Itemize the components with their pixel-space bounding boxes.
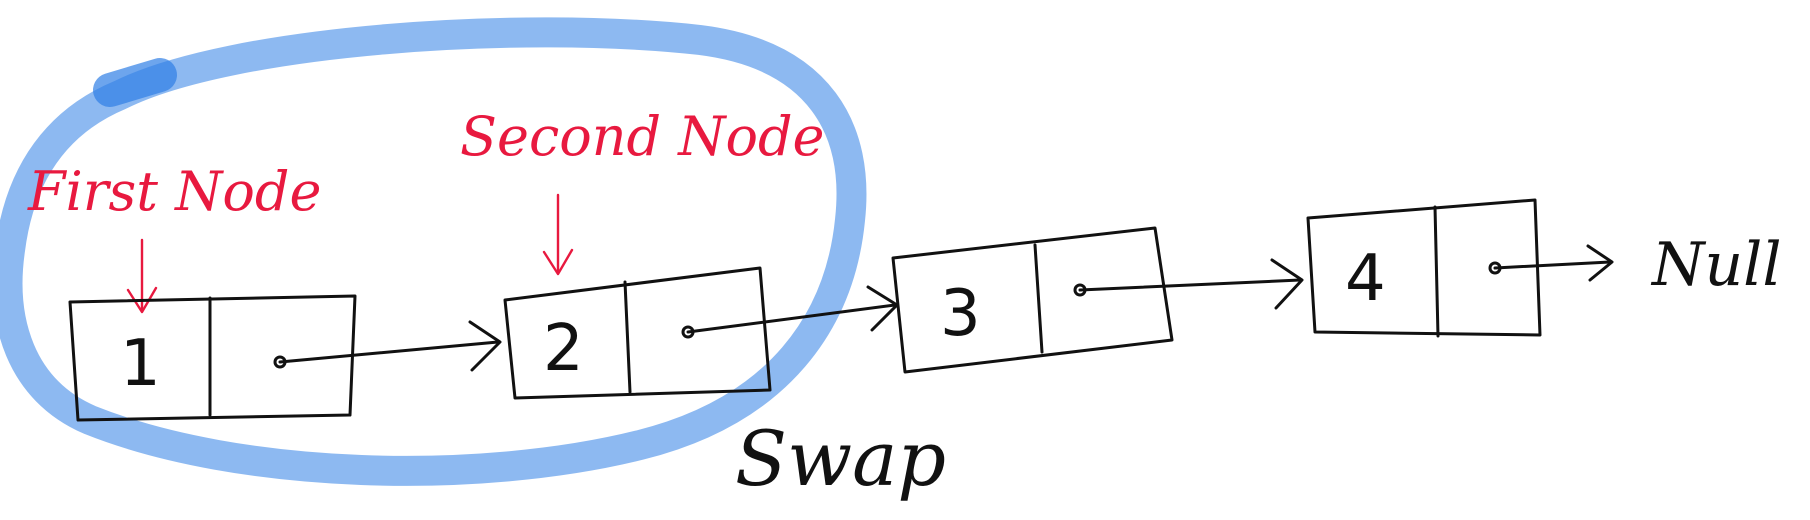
pointer-arrow-2-to-3 [686,285,899,334]
node-value: 3 [940,277,981,351]
pointer-arrow-4-to-null [1493,244,1614,282]
pointer-arrow-3-to-4 [1078,258,1304,310]
second-node-pointer-arrow [542,193,574,276]
node-3: 3 [891,226,1174,374]
first-node-pointer-arrow [126,238,158,314]
node-1: 1 [68,294,357,422]
swap-label: Swap [735,414,946,503]
node-4: 4 [1306,198,1542,338]
second-node-label: Second Node [460,105,825,168]
node-value: 2 [543,312,584,386]
first-node-label: First Node [27,160,321,223]
node-2: 2 [503,266,772,400]
node-value: 4 [1345,242,1386,316]
node-value: 1 [120,327,161,401]
pointer-arrow-1-to-2 [278,320,502,372]
null-label: Null [1650,230,1782,300]
highlight-lasso [0,17,867,486]
